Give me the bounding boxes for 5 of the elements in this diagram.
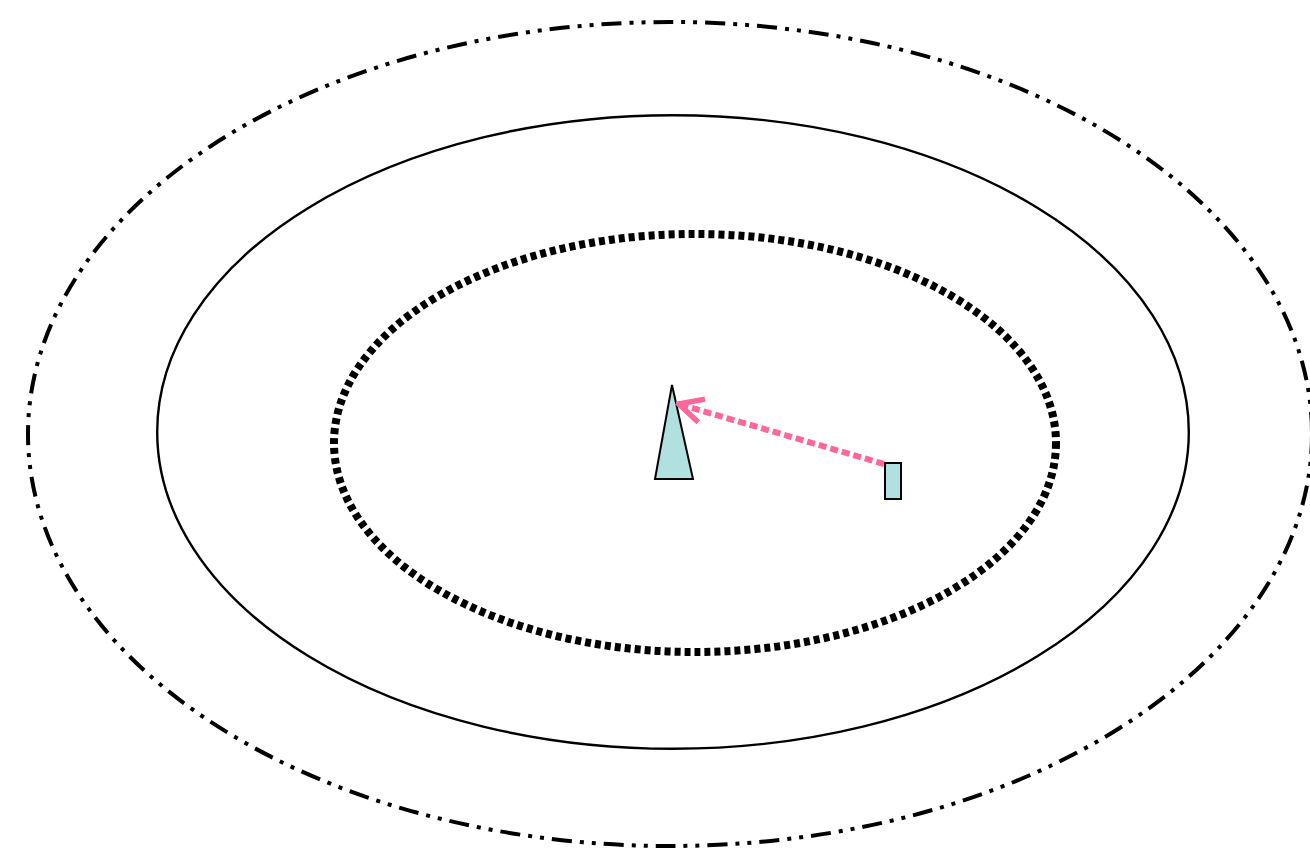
ellipse-outline [156,114,1190,750]
arrow [675,396,885,467]
dotted-ellipse [330,230,1060,656]
small-rectangle [884,462,902,500]
triangle-shape [654,384,694,480]
